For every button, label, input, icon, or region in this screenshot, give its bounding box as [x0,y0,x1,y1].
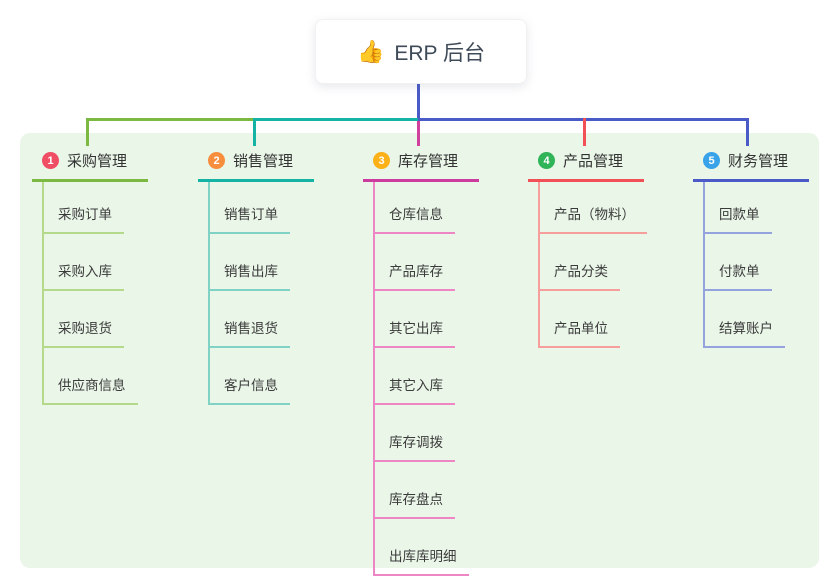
mindmap-item[interactable]: 产品（物料） [538,182,647,234]
branch-items: 产品（物料）产品分类产品单位 [538,182,647,348]
mindmap-item[interactable]: 产品库存 [373,234,455,291]
connector-segment-teal [253,118,418,121]
root-node[interactable]: 👍 ERP 后台 [315,19,527,84]
mindmap-item[interactable]: 付款单 [703,234,772,291]
mindmap-item[interactable]: 库存调拨 [373,405,455,462]
mindmap-item[interactable]: 出库库明细 [373,519,469,576]
branch-header[interactable]: 5 财务管理 [693,146,809,182]
branch-number-badge: 4 [538,152,555,169]
mindmap-item[interactable]: 采购退货 [42,291,124,348]
branch-items: 销售订单销售出库销售退货客户信息 [208,182,314,405]
mindmap-item[interactable]: 其它入库 [373,348,455,405]
branch-drop-line-1 [86,118,89,146]
root-connector-line [417,82,420,119]
branch-1: 1 采购管理 采购订单采购入库采购退货供应商信息 [32,146,148,405]
mindmap-item[interactable]: 采购订单 [42,182,124,234]
mindmap-item[interactable]: 库存盘点 [373,462,455,519]
mindmap-item[interactable]: 产品单位 [538,291,620,348]
branch-number-badge: 3 [373,152,390,169]
branch-drop-line-2 [253,118,256,146]
branch-label: 财务管理 [728,153,789,170]
branch-header[interactable]: 2 销售管理 [198,146,314,182]
mindmap-item[interactable]: 客户信息 [208,348,290,405]
branch-number-badge: 5 [703,152,720,169]
branch-drop-line-3 [417,121,420,146]
branch-header[interactable]: 4 产品管理 [528,146,644,182]
branch-items: 采购订单采购入库采购退货供应商信息 [42,182,148,405]
branch-label: 采购管理 [67,153,128,170]
thumbs-up-icon: 👍 [356,38,385,64]
branch-drop-line-5 [746,118,749,146]
branch-items: 回款单付款单结算账户 [703,182,809,348]
root-title: ERP 后台 [394,41,486,65]
mindmap-item[interactable]: 其它出库 [373,291,455,348]
branch-header[interactable]: 1 采购管理 [32,146,148,182]
mindmap-item[interactable]: 产品分类 [538,234,620,291]
mindmap-item[interactable]: 销售退货 [208,291,290,348]
branch-number-badge: 1 [42,152,59,169]
branch-header[interactable]: 3 库存管理 [363,146,479,182]
branch-label: 库存管理 [398,153,459,170]
connector-segment-green [86,118,254,121]
branch-label: 销售管理 [233,153,294,170]
branch-items: 仓库信息产品库存其它出库其它入库库存调拨库存盘点出库库明细 [373,182,479,576]
branch-drop-line-4 [583,118,586,146]
mindmap-item[interactable]: 结算账户 [703,291,785,348]
background-panel [20,133,819,568]
mindmap-item[interactable]: 销售出库 [208,234,290,291]
mindmap-item[interactable]: 仓库信息 [373,182,455,234]
branch-3: 3 库存管理 仓库信息产品库存其它出库其它入库库存调拨库存盘点出库库明细 [363,146,479,576]
mindmap-item[interactable]: 回款单 [703,182,772,234]
mindmap-item[interactable]: 供应商信息 [42,348,138,405]
branch-2: 2 销售管理 销售订单销售出库销售退货客户信息 [198,146,314,405]
mindmap-item[interactable]: 采购入库 [42,234,124,291]
branch-label: 产品管理 [563,153,624,170]
mindmap-item[interactable]: 销售订单 [208,182,290,234]
branch-5: 5 财务管理 回款单付款单结算账户 [693,146,809,348]
branch-number-badge: 2 [208,152,225,169]
branch-4: 4 产品管理 产品（物料）产品分类产品单位 [528,146,647,348]
